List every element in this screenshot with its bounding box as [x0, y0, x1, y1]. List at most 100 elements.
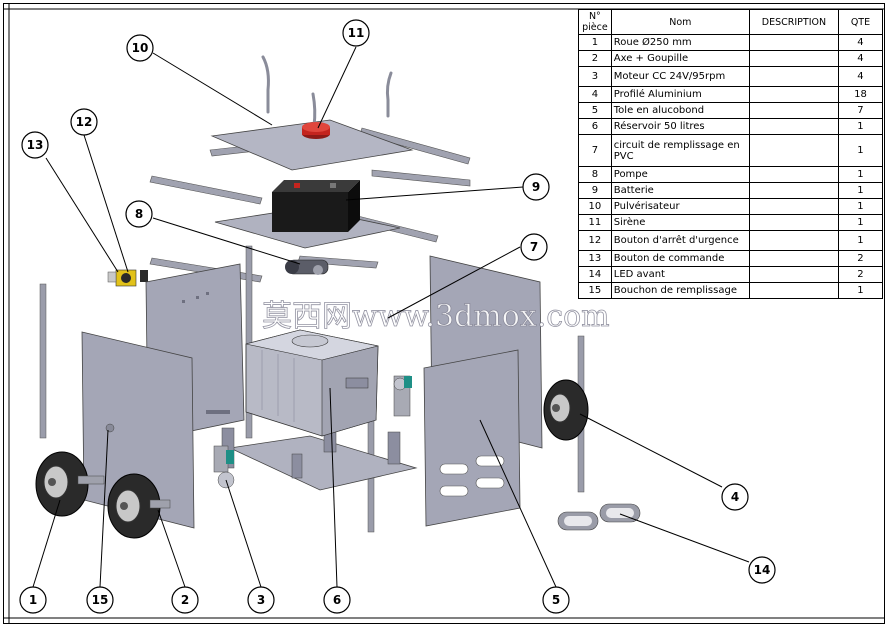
svg-text:5: 5	[552, 593, 560, 607]
bom-cell-qty: 1	[837, 230, 884, 251]
exploded-view	[35, 55, 641, 539]
svg-text:1: 1	[29, 593, 37, 607]
bom-header-qty: QTE	[837, 9, 884, 35]
bom-cell-qty: 4	[837, 66, 884, 87]
sprayer-nozzles	[261, 55, 393, 128]
bom-cell-num: 12	[578, 230, 612, 251]
svg-text:9: 9	[532, 180, 540, 194]
bom-cell-num: 7	[578, 134, 612, 167]
bom-cell-description	[748, 134, 839, 167]
bom-cell-description	[748, 118, 839, 135]
panel-back-left-holes	[182, 292, 230, 414]
bom-cell-name: Bouton d'arrêt d'urgence	[610, 230, 750, 251]
bom-cell-qty: 7	[837, 102, 884, 119]
balloon-2: 2	[171, 586, 199, 614]
bom-cell-num: 9	[578, 182, 612, 199]
bom-cell-qty: 2	[837, 250, 884, 267]
bom-cell-name: Moteur CC 24V/95rpm	[610, 66, 750, 87]
bom-cell-name: Roue Ø250 mm	[610, 34, 750, 51]
svg-text:2: 2	[181, 593, 189, 607]
bom-cell-description	[748, 166, 839, 183]
bom-cell-qty: 1	[837, 214, 884, 231]
control-buttons	[107, 269, 148, 287]
bom-cell-description	[748, 50, 839, 67]
bill-of-materials-table: N° pièce Nom DESCRIPTION QTE 1 Roue Ø250 …	[578, 9, 884, 299]
bom-cell-description	[748, 34, 839, 51]
panel-front-left	[81, 331, 195, 529]
bom-cell-qty: 1	[837, 282, 884, 299]
bom-cell-qty: 1	[837, 198, 884, 215]
bom-cell-num: 8	[578, 166, 612, 183]
top-plate	[210, 119, 414, 171]
bom-cell-qty: 1	[837, 118, 884, 135]
svg-text:13: 13	[27, 138, 44, 152]
bom-cell-name: Réservoir 50 litres	[610, 118, 750, 135]
leader-lines	[32, 46, 750, 588]
balloon-14: 14	[748, 556, 776, 584]
bom-cell-name: Pulvérisateur	[610, 198, 750, 215]
drawing-border	[3, 3, 885, 624]
bom-cell-num: 11	[578, 214, 612, 231]
bom-cell-name: LED avant	[610, 266, 750, 283]
axles	[77, 475, 171, 509]
balloon-3: 3	[247, 586, 275, 614]
bom-cell-qty: 4	[837, 50, 884, 67]
balloon-6: 6	[323, 586, 351, 614]
svg-text:3: 3	[257, 593, 265, 607]
bom-cell-num: 2	[578, 50, 612, 67]
bom-cell-name: Sirène	[610, 214, 750, 231]
balloons: 1 2 3 4 5 6 7 8 9 10 11 12 13 14 15	[19, 19, 776, 614]
bottom-plate	[228, 435, 418, 491]
front-leds	[557, 503, 641, 531]
bom-cell-description	[748, 250, 839, 267]
svg-text:11: 11	[348, 26, 365, 40]
balloon-15: 15	[86, 586, 114, 614]
bom-cell-name: Pompe	[610, 166, 750, 183]
balloon-5: 5	[542, 586, 570, 614]
panel-front-right-slots	[439, 455, 505, 497]
bom-cell-name: Tole en alucobond	[610, 102, 750, 119]
svg-text:12: 12	[76, 115, 93, 129]
balloon-9: 9	[522, 173, 550, 201]
svg-text:14: 14	[754, 563, 771, 577]
battery	[272, 180, 360, 232]
filler-cap	[105, 423, 115, 433]
bom-cell-description	[748, 66, 839, 87]
svg-text:4: 4	[731, 490, 739, 504]
panel-front-right	[423, 349, 521, 527]
bom-cell-description	[748, 282, 839, 299]
bom-cell-num: 5	[578, 102, 612, 119]
bom-cell-name: circuit de remplissage en PVC	[610, 134, 750, 167]
balloon-11: 11	[342, 19, 370, 47]
siren	[302, 122, 330, 139]
bom-cell-qty: 1	[837, 134, 884, 167]
bom-cell-description	[748, 230, 839, 251]
bom-cell-num: 15	[578, 282, 612, 299]
water-tank	[245, 329, 379, 437]
bom-header-num: N° pièce	[578, 9, 612, 35]
balloon-8: 8	[125, 200, 153, 228]
bom-header-row: N° pièce Nom DESCRIPTION QTE	[578, 9, 884, 35]
bom-cell-qty: 1	[837, 182, 884, 199]
balloon-7: 7	[520, 233, 548, 261]
bom-cell-description	[748, 86, 839, 103]
bom-cell-name: Batterie	[610, 182, 750, 199]
bom-cell-qty: 4	[837, 34, 884, 51]
bom-cell-description	[748, 266, 839, 283]
motors	[213, 375, 412, 489]
watermark: 莫西网www.3dmox.com	[262, 299, 610, 334]
bom-cell-name: Profilé Aluminium	[610, 86, 750, 103]
bom-cell-name: Axe + Goupille	[610, 50, 750, 67]
balloon-10: 10	[126, 34, 154, 62]
